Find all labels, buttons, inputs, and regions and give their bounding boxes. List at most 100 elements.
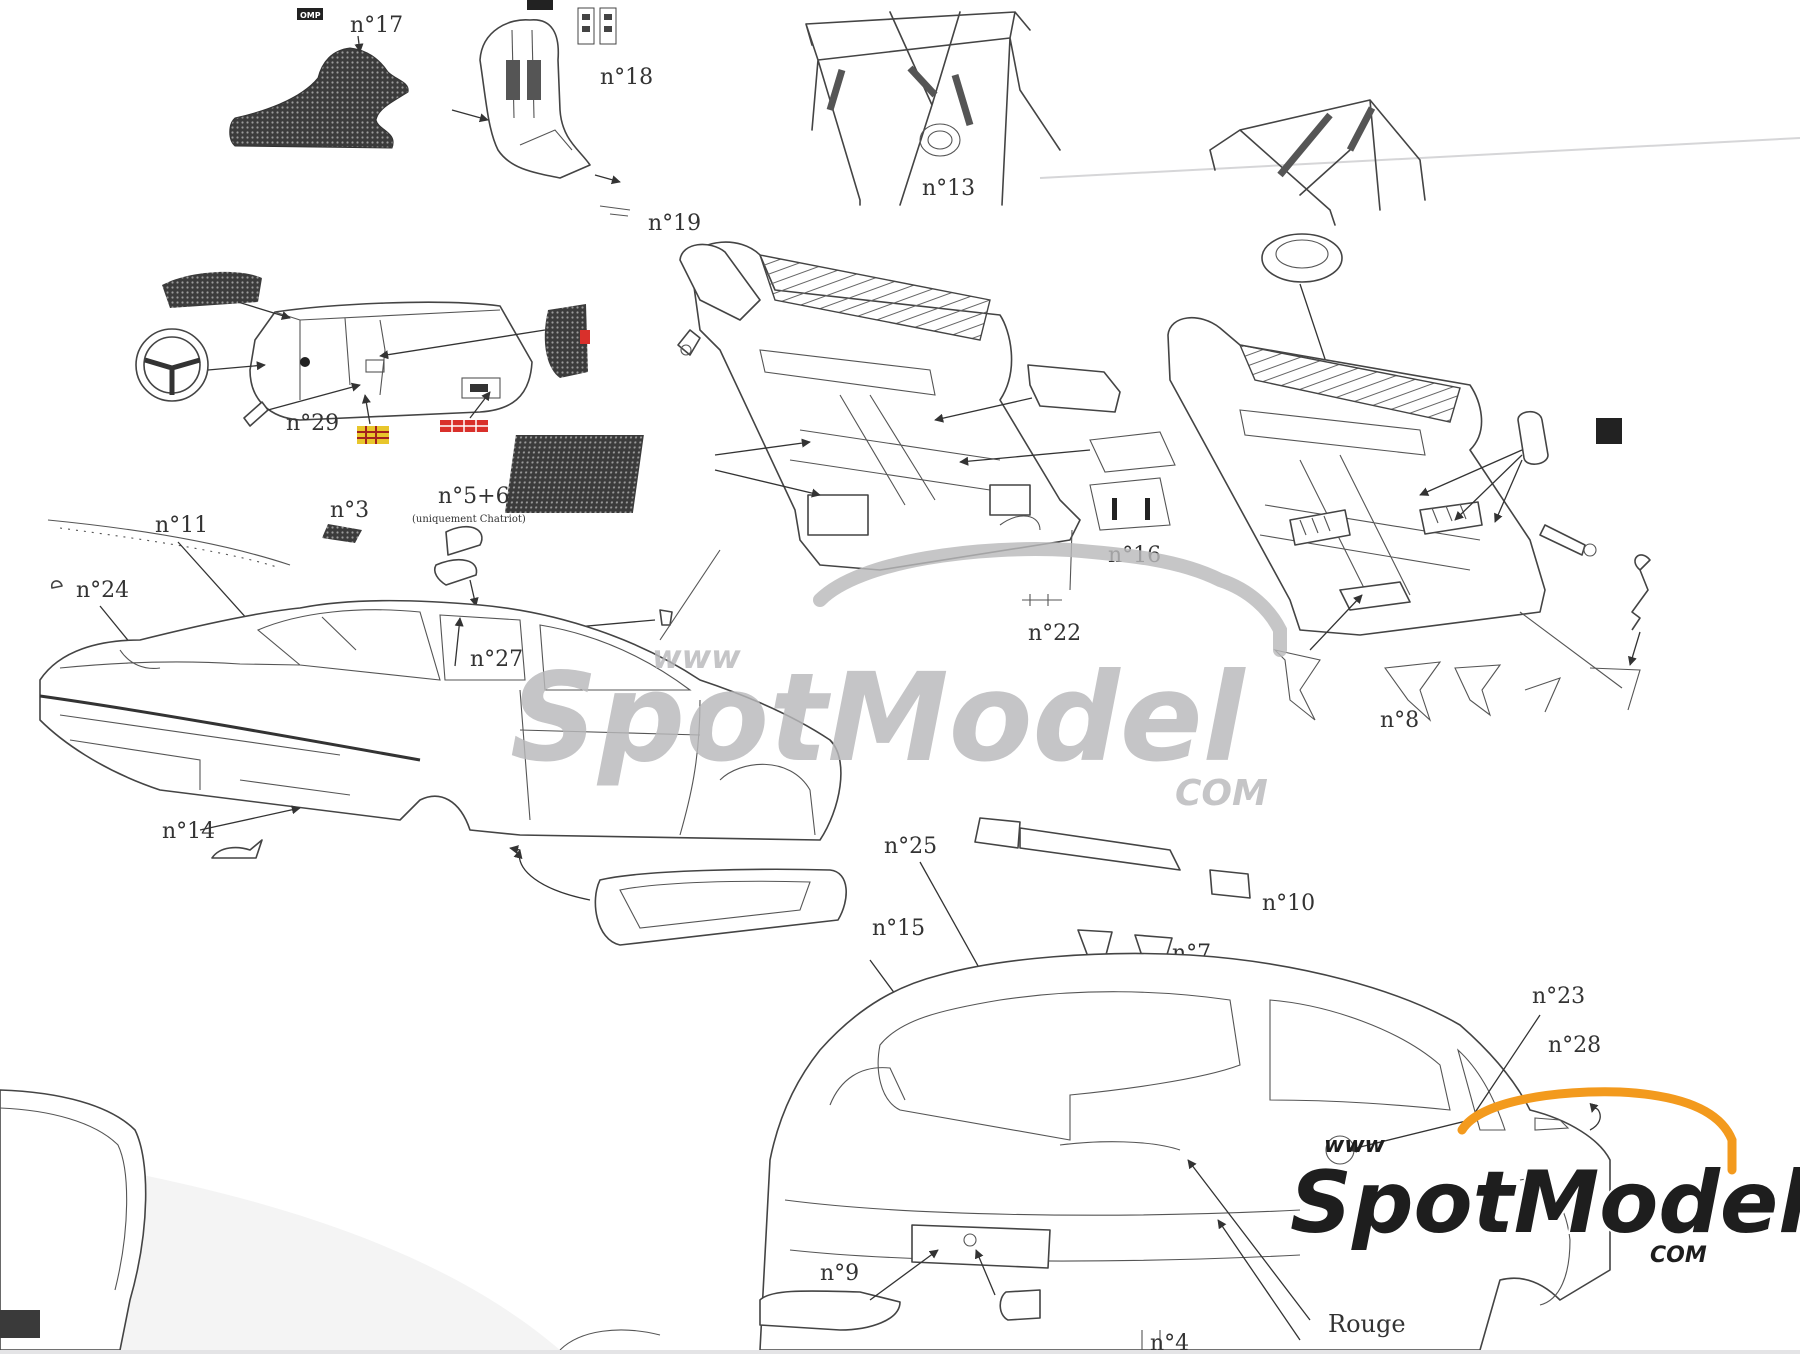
arrow-n28 xyxy=(1589,1102,1601,1131)
label-n28: n°28 xyxy=(1548,1033,1601,1058)
arrow-gauge xyxy=(237,301,291,320)
logo-bottom-right: www SpotModel COM xyxy=(1288,1087,1800,1268)
car-left-side-window xyxy=(439,614,692,691)
spare-wheel-inner xyxy=(1275,239,1329,269)
label-n27: n°27 xyxy=(470,647,523,672)
car-rear-window xyxy=(877,991,1241,1141)
dash-glovebox xyxy=(461,377,501,399)
harness-strap-left xyxy=(506,60,520,100)
antenna-part xyxy=(659,609,673,626)
arrow-ext-2 xyxy=(1454,454,1523,521)
label-n9: n°9 xyxy=(820,1261,859,1286)
car-left-bonnet-line xyxy=(59,649,301,669)
n22-decal xyxy=(1022,594,1062,606)
partial-line-bottom xyxy=(559,1329,661,1351)
jack-part xyxy=(1631,554,1651,631)
cage-bar-2 xyxy=(951,73,974,127)
arrow-rouge-1 xyxy=(1187,1159,1311,1321)
floor-rear-ribs xyxy=(758,254,991,341)
n28-part xyxy=(1534,1117,1570,1131)
arrow-wheel xyxy=(207,361,266,371)
n8-parts xyxy=(1273,649,1641,722)
floor-left-seat-mount xyxy=(807,494,869,536)
n22-arrow xyxy=(999,515,1041,531)
spare-wheel xyxy=(1261,233,1343,283)
arrow-n14 xyxy=(199,805,301,831)
omp-logo-decal xyxy=(297,8,323,20)
dash-inner xyxy=(274,309,501,400)
n24-part xyxy=(50,580,63,589)
arrow-floor-right xyxy=(959,449,1091,466)
n16-bar-left xyxy=(1112,498,1117,520)
label-n23: n°23 xyxy=(1532,984,1585,1009)
arrow-box xyxy=(934,397,1033,423)
paper-edge xyxy=(1039,137,1800,179)
label-n5-6-note: (uniquement Chatriot) xyxy=(412,514,526,525)
car-left-door xyxy=(519,689,701,836)
dash-gauge-decal xyxy=(162,271,262,308)
seat-section: OMP n°17 n°18 n°19 xyxy=(229,0,701,236)
arrow-extinguisher xyxy=(1419,449,1523,496)
exhaust-part xyxy=(999,1289,1041,1321)
floor-right-detail xyxy=(1239,409,1481,601)
label-n11: n°11 xyxy=(155,513,208,538)
car-left-section: n°11 n°3 n°5+6 (uniquement Chatriot) n°2… xyxy=(39,484,847,946)
door-card-inner xyxy=(619,880,811,929)
arrow-n17 xyxy=(354,35,364,53)
partial-car-roof xyxy=(0,1089,147,1351)
n8-leader xyxy=(1519,611,1623,689)
right-cage-bar-1 xyxy=(1277,112,1333,178)
watermark-com: COM xyxy=(1175,773,1268,814)
arrow-rouge-2 xyxy=(1217,1219,1301,1341)
seat-belt xyxy=(519,129,573,151)
arrow-mesh-2 xyxy=(714,469,821,498)
hose-part xyxy=(1539,524,1586,556)
dashboard-outline xyxy=(249,301,533,421)
cage-ring xyxy=(919,123,961,157)
arrow-n8 xyxy=(1309,594,1363,651)
label-n25: n°25 xyxy=(884,834,937,859)
watermark-center: www SpotModel COM xyxy=(510,542,1287,814)
rear-spoiler-end xyxy=(974,817,1021,849)
label-n5-6: n°5+6 xyxy=(438,484,510,509)
label-n19: n°19 xyxy=(648,211,701,236)
label-n8: n°8 xyxy=(1380,708,1419,733)
logo-car-outline xyxy=(1457,1087,1737,1175)
roll-cage xyxy=(805,11,1061,206)
number-plate xyxy=(911,1224,1051,1269)
plate-light xyxy=(963,1233,977,1247)
right-cage-bar-2 xyxy=(1346,106,1376,152)
car-rear-side-window xyxy=(1269,999,1506,1131)
car-left-stripe xyxy=(39,694,421,762)
arrow-red xyxy=(469,391,491,419)
car-rear-section: n°10 n°7 n°25 n°15 n°28 n°23 n°9 n°4 Rou… xyxy=(759,817,1611,1354)
dash-knob xyxy=(300,357,310,367)
n3-decal xyxy=(322,524,362,543)
omp-logo-text: OMP xyxy=(300,11,321,20)
floor-right-seat-mount xyxy=(989,484,1031,516)
car-rear-wheel xyxy=(1519,1178,1571,1306)
arrow-n27 xyxy=(454,617,464,667)
floor-pan-right: n°8 xyxy=(1167,233,1651,733)
label-rouge: Rouge xyxy=(1328,1310,1406,1338)
roll-cage-right xyxy=(1209,99,1426,226)
roll-cage-section: n°13 xyxy=(805,11,1061,206)
seat-rails xyxy=(1289,501,1483,546)
partial-car-roof-inner xyxy=(0,1107,128,1291)
label-n14: n°14 xyxy=(162,819,215,844)
steering-wheel xyxy=(135,328,209,402)
arrow-handbrake xyxy=(267,382,361,411)
arrow-belt xyxy=(594,174,621,185)
logo-www: www xyxy=(1324,1133,1386,1158)
label-n18: n°18 xyxy=(600,65,653,90)
cage-ring-inner xyxy=(927,130,953,150)
hose-end xyxy=(1583,543,1597,557)
arrow-n5-6 xyxy=(469,579,479,607)
floor-box xyxy=(1027,364,1121,413)
label-n4: n°4 xyxy=(1150,1331,1189,1350)
n-decal-square xyxy=(1596,418,1622,444)
rear-arch-left xyxy=(679,243,761,321)
label-n17: n°17 xyxy=(350,13,403,38)
n9-decal xyxy=(759,1290,901,1331)
